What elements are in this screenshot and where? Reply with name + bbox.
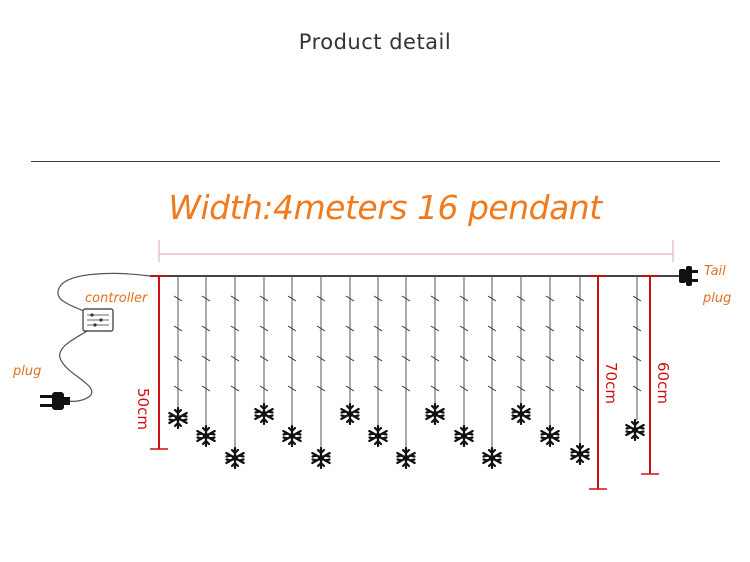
power-plug-icon: [40, 392, 70, 410]
dimension-70cm: [589, 275, 607, 490]
measure-60cm: 60cm: [654, 362, 672, 404]
bulbs: [173, 295, 642, 392]
controller-label: controller: [85, 291, 148, 306]
dimension-50cm: [150, 275, 168, 450]
page-title: Product detail: [298, 30, 452, 54]
controller-icon: [82, 308, 114, 332]
tail-plug-label: plug: [703, 291, 732, 306]
divider: [31, 161, 720, 162]
measure-50cm: 50cm: [134, 388, 152, 430]
headline: Width:4meters 16 pendant: [168, 188, 602, 227]
tail-label: Tail: [704, 264, 726, 279]
tail-plug-icon: [679, 266, 698, 286]
measure-70cm: 70cm: [602, 362, 620, 404]
power-cable: [57, 272, 151, 402]
plug-label: plug: [13, 364, 42, 379]
light-strands: [177, 276, 638, 448]
dimension-60cm: [641, 275, 659, 475]
width-dimension: [158, 240, 674, 262]
